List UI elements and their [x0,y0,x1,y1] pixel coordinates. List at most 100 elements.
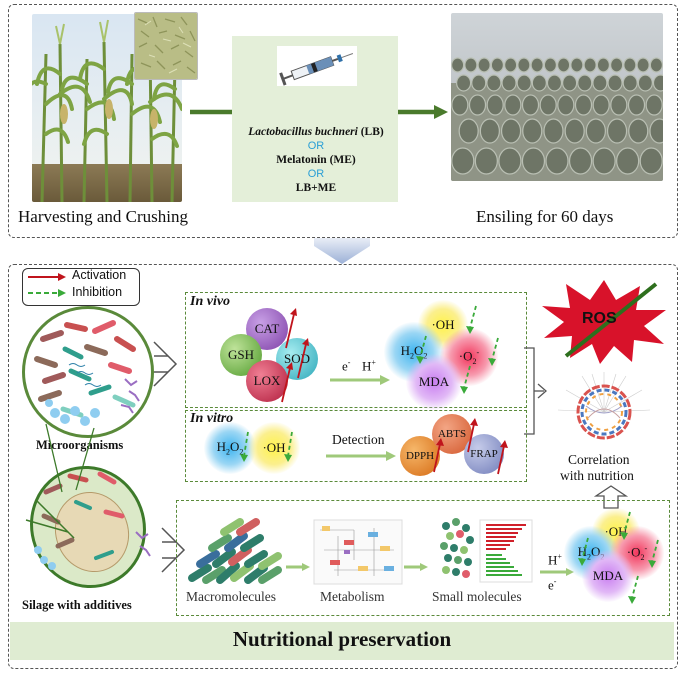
silage-bag [522,148,544,174]
inhibition-arrows [580,510,670,606]
silage-bag [558,58,570,72]
silage-bag [629,119,648,143]
treatment-lb-name: Lactobacillus buchneri [248,126,358,138]
in-vivo-title: In vivo [190,294,230,310]
silage-bag [465,58,477,72]
detection-label: Detection [332,432,384,448]
flow-arrow [330,374,392,386]
silage-bag [640,148,662,174]
treatment-lb-abbr: (LB) [358,126,384,138]
proton-label: H+ [362,358,376,374]
proton-charge: + [371,358,376,367]
silage-bag [518,58,530,72]
harvest-label: Harvesting and Crushing [18,207,188,227]
silage-bag [502,119,521,143]
silage-bag [457,75,471,91]
correlation-diagram [556,370,652,454]
ensile-label: Ensiling for 60 days [476,207,613,227]
silage-bag [475,148,497,174]
inhibition-arrows [420,304,520,394]
bottom-proton-label: H+ [548,552,562,568]
silage-bag [452,58,464,72]
h-symbol: H [401,343,410,358]
flow-arrow [404,562,430,572]
silage-bag [558,95,574,115]
silage-bag [544,58,556,72]
banner-title: Nutritional preservation [10,627,674,652]
silage-bag [491,58,503,72]
ros-label: ROS [582,310,617,328]
silage-bag [584,58,596,72]
silage-bag [544,119,563,143]
silage-bag [653,75,663,91]
silage-bag [608,119,627,143]
silage-bag [480,119,499,143]
microorganisms-circle [22,306,154,438]
small-molecules-label: Small molecules [432,589,522,605]
silage-bag [452,148,474,174]
inhibition-arrows [240,428,300,468]
legend-activation: Activation [72,268,126,282]
silage-bag [499,148,521,174]
silage-bag [478,58,490,72]
silage-bag [571,58,583,72]
proton-symbol: H [362,358,371,373]
silage-bag [593,148,615,174]
silage-bag [611,58,623,72]
silage-bag [505,95,521,115]
treatment-combo: LB+ME [236,182,396,194]
silage-bag [608,75,622,91]
proton-charge: + [557,552,562,561]
zoom-lines [40,420,120,500]
or-text-1: OR [236,140,396,152]
activation-arrows [280,308,310,408]
silage-bag [617,148,639,174]
o-symbol: O [230,439,239,454]
small-molecules-illustration [436,512,536,588]
electron-charge: - [348,358,351,367]
correlation-line-1: Correlation [568,452,629,468]
legend-inhibition: Inhibition [72,285,122,299]
silage-bag [502,75,516,91]
treatment-lb: Lactobacillus buchneri (LB) [236,126,396,138]
metabolism-pathway-map [314,520,402,584]
macromolecules-illustration [184,508,292,586]
silage-bag [623,75,637,91]
correlation-line-2: with nutrition [560,468,634,484]
silage-bag [505,58,517,72]
silage-bag [487,75,501,91]
silage-bag [646,95,662,115]
silage-bag [472,75,486,91]
silage-bag [637,58,649,72]
h-symbol: H [217,439,226,454]
silage-bag [531,58,543,72]
metabolism-label: Metabolism [320,589,385,605]
proton-symbol: H [548,552,557,567]
microbe-illustration [25,309,151,435]
silage-bag [452,95,468,115]
flow-arrow [326,450,398,462]
activation-arrow-icon [28,272,68,282]
chevron-right-icon [152,340,180,388]
silage-bag [629,95,645,115]
silage-bag [586,119,605,143]
syringe-icon [277,46,357,86]
silage-bags-photo [451,13,663,181]
activation-arrows [428,412,508,482]
down-chevron-icon [314,238,370,264]
electron-label: e- [342,358,350,374]
silage-bag [547,75,561,91]
silage-bag [546,148,568,174]
silage-bag [523,119,542,143]
silage-bag [578,75,592,91]
silage-bag [487,95,503,115]
bottom-electron-label: e- [548,577,556,593]
silage-bag [597,58,609,72]
silage-bag [624,58,636,72]
silage-bag [459,119,478,143]
chopped-silage-photo [134,12,198,80]
electron-charge: - [554,577,557,586]
silage-bag [563,75,577,91]
silage-bag [593,95,609,115]
silage-bag [611,95,627,115]
